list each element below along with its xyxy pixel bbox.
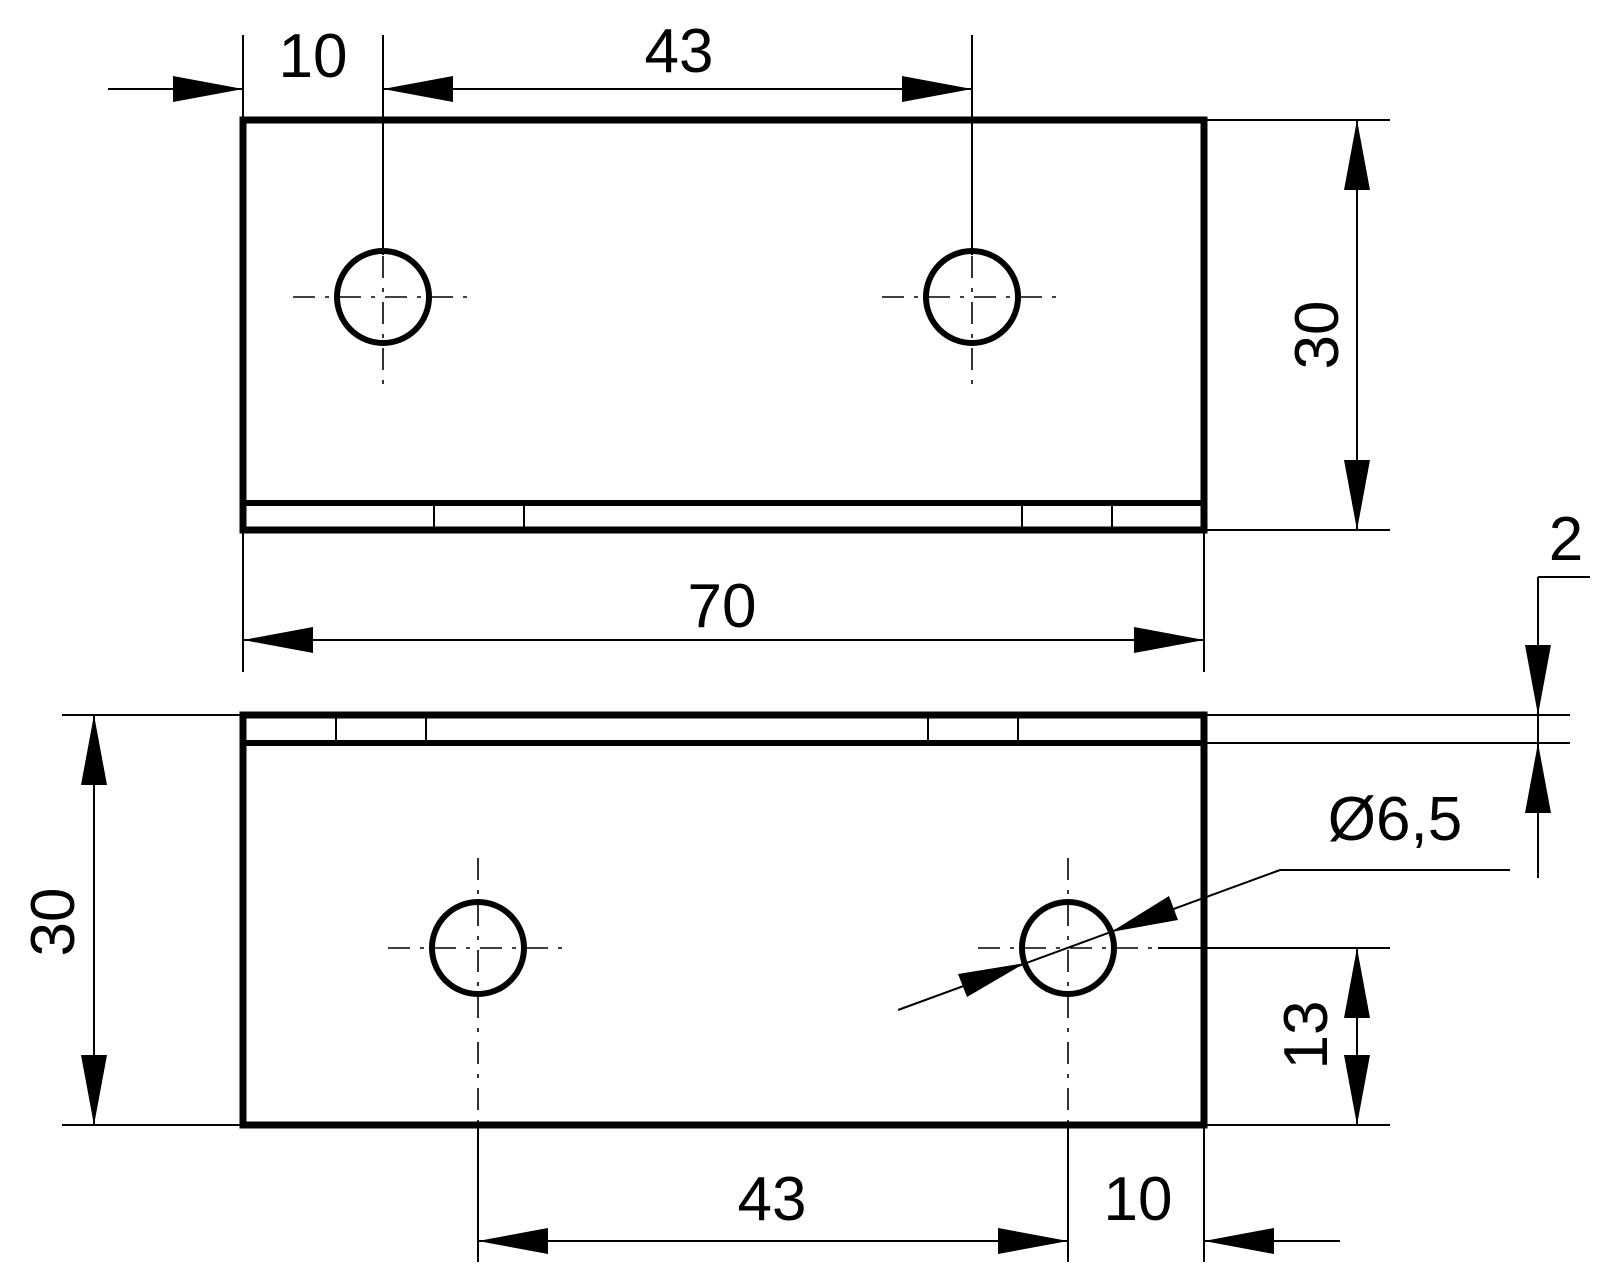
dim-hole-diameter: Ø6,5 xyxy=(1328,785,1462,854)
dim-overall-width: 70 xyxy=(688,572,757,641)
bottom-horizontal-dimensions: 43 10 xyxy=(477,1125,1340,1262)
arrowhead xyxy=(958,963,1025,997)
dim-thickness: 2 xyxy=(1549,505,1583,574)
bottom-hole-left xyxy=(429,899,527,997)
leader-line xyxy=(897,869,1281,1011)
top-view-outline xyxy=(239,116,1208,534)
bottom-view xyxy=(239,711,1208,1129)
arrowhead xyxy=(1344,120,1370,190)
top-horizontal-dimensions: 10 43 xyxy=(108,17,973,255)
arrowhead xyxy=(81,715,107,785)
dim-top-hole-offset: 10 xyxy=(279,22,348,91)
overall-width-dimension: 70 xyxy=(242,530,1205,672)
top-height-dimension: 30 xyxy=(1204,119,1390,531)
dim-bottom-hole-height: 13 xyxy=(1272,1001,1341,1070)
arrowhead xyxy=(243,627,313,653)
bottom-hole-height-dimension: 13 xyxy=(1158,947,1390,1126)
arrowhead xyxy=(173,76,243,102)
thickness-dimension: 2 xyxy=(1204,505,1590,878)
arrowhead xyxy=(1344,460,1370,530)
bottom-height-dimension: 30 xyxy=(19,714,243,1126)
bottom-hole-right xyxy=(1019,899,1117,997)
dim-top-hole-spacing: 43 xyxy=(645,17,714,86)
bottom-view-outline xyxy=(239,711,1208,1129)
arrowhead xyxy=(1344,948,1370,1018)
arrowhead xyxy=(1525,743,1551,813)
arrowhead xyxy=(1204,1228,1274,1254)
dim-bottom-hole-offset: 10 xyxy=(1104,1165,1173,1234)
arrowhead xyxy=(1134,627,1204,653)
arrowhead xyxy=(1525,645,1551,715)
arrowhead xyxy=(81,1055,107,1125)
arrowhead xyxy=(383,76,453,102)
arrowhead xyxy=(1344,1055,1370,1125)
arrowhead xyxy=(1111,896,1178,932)
dim-top-height: 30 xyxy=(1283,301,1352,370)
arrowhead xyxy=(902,76,972,102)
top-view xyxy=(239,116,1208,534)
arrowhead xyxy=(998,1228,1068,1254)
arrowhead xyxy=(478,1228,548,1254)
dim-bottom-height: 30 xyxy=(19,888,88,957)
dim-bottom-hole-spacing: 43 xyxy=(738,1165,807,1234)
hole-diameter-dimension: Ø6,5 xyxy=(897,785,1510,1011)
